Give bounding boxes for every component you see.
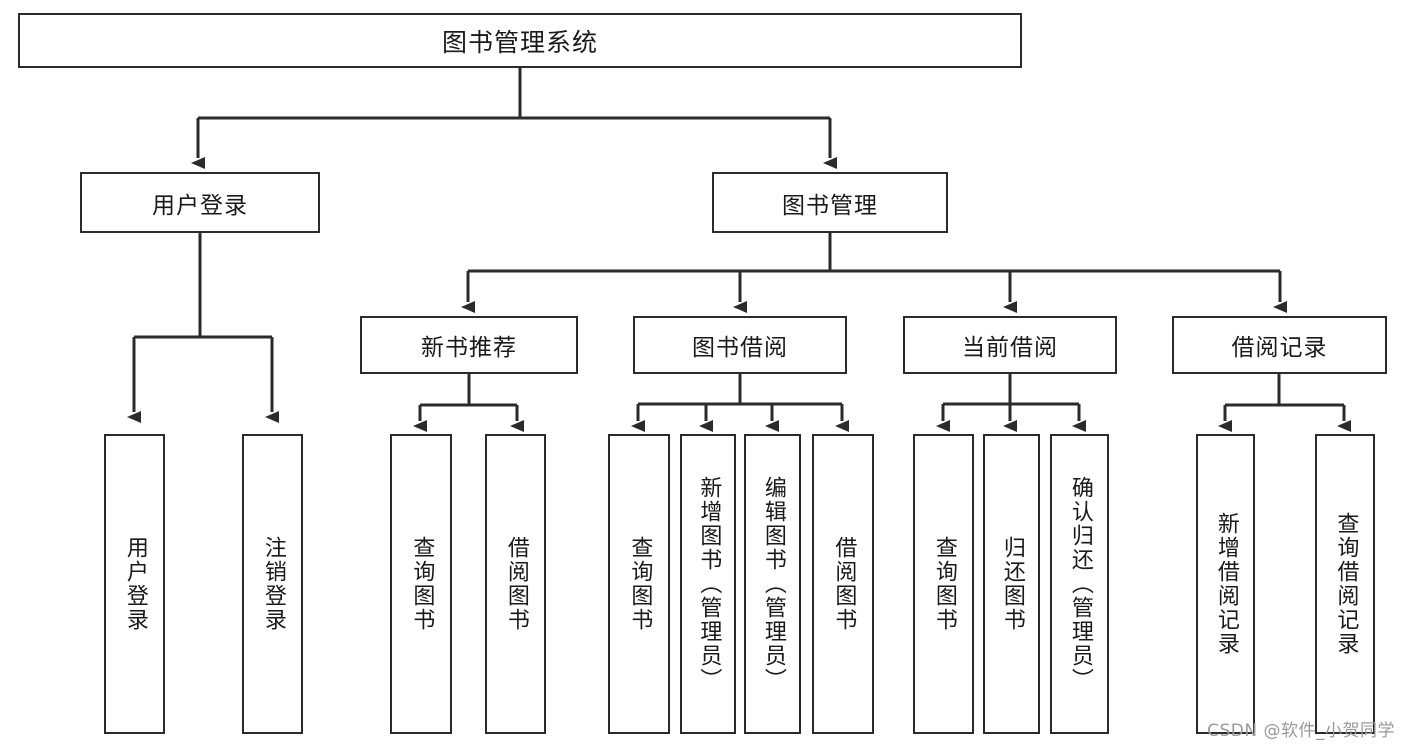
leaf-edit-book-admin[interactable]: 编辑图书（管理员） xyxy=(744,434,801,734)
leaf-label: 借阅图书 xyxy=(503,536,529,632)
leaf-label: 确认归还（管理员） xyxy=(1067,476,1093,692)
leaf-label: 注销登录 xyxy=(260,536,286,632)
node-root-system[interactable]: 图书管理系统 xyxy=(18,13,1022,68)
leaf-query-book-current[interactable]: 查询图书 xyxy=(913,434,974,734)
leaf-label: 查询图书 xyxy=(409,536,435,632)
leaf-borrow-book[interactable]: 借阅图书 xyxy=(812,434,874,734)
leaf-query-borrow-record[interactable]: 查询借阅记录 xyxy=(1315,434,1375,734)
leaf-label: 编辑图书（管理员） xyxy=(760,476,786,692)
leaf-label: 用户登录 xyxy=(122,536,148,632)
leaf-confirm-return-admin[interactable]: 确认归还（管理员） xyxy=(1050,434,1109,734)
leaf-query-book-borrow[interactable]: 查询图书 xyxy=(608,434,670,734)
leaf-user-login[interactable]: 用户登录 xyxy=(104,434,165,734)
node-book-borrow[interactable]: 图书借阅 xyxy=(633,316,847,374)
leaf-label: 新增借阅记录 xyxy=(1213,512,1239,656)
node-book-manage[interactable]: 图书管理 xyxy=(712,172,948,233)
leaf-borrow-book-recommend[interactable]: 借阅图书 xyxy=(485,434,546,734)
node-user-login[interactable]: 用户登录 xyxy=(80,172,320,233)
node-new-book-recommend[interactable]: 新书推荐 xyxy=(360,316,578,374)
leaf-add-book-admin[interactable]: 新增图书（管理员） xyxy=(680,434,736,734)
leaf-label: 查询借阅记录 xyxy=(1333,512,1359,656)
leaf-label: 查询图书 xyxy=(627,536,653,632)
leaf-label: 归还图书 xyxy=(999,536,1025,632)
leaf-label: 查询图书 xyxy=(931,536,957,632)
leaf-logout[interactable]: 注销登录 xyxy=(242,434,303,734)
leaf-return-book[interactable]: 归还图书 xyxy=(983,434,1040,734)
leaf-add-borrow-record[interactable]: 新增借阅记录 xyxy=(1196,434,1255,734)
leaf-label: 借阅图书 xyxy=(831,536,857,632)
node-current-borrow[interactable]: 当前借阅 xyxy=(903,316,1117,374)
leaf-query-book-recommend[interactable]: 查询图书 xyxy=(390,434,452,734)
node-borrow-record[interactable]: 借阅记录 xyxy=(1172,316,1387,374)
leaf-label: 新增图书（管理员） xyxy=(696,476,722,692)
csdn-watermark: CSDN @软件_小贺同学 xyxy=(1207,721,1395,741)
